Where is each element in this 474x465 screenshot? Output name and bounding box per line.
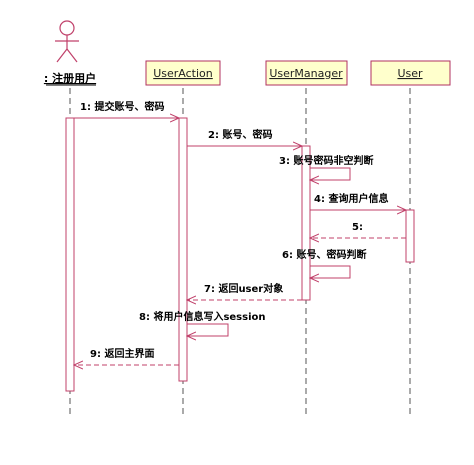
- object-useraction-label: UserAction: [153, 67, 213, 80]
- object-user-label: User: [397, 67, 423, 80]
- message-3-arrow: [310, 167, 351, 180]
- object-usermanager-label: UserManager: [269, 67, 343, 80]
- message-8-label: 8: 将用户信息写入session: [139, 310, 266, 323]
- activation-actor: [65, 117, 75, 392]
- message-9-label: 9: 返回主界面: [90, 347, 154, 360]
- activation-usermanager: [301, 145, 311, 301]
- object-useraction[interactable]: UserAction: [145, 60, 221, 86]
- object-user[interactable]: User: [370, 60, 451, 86]
- object-usermanager[interactable]: UserManager: [265, 60, 348, 86]
- message-5-label: 5:: [352, 222, 363, 233]
- message-7-label: 7: 返回user对象: [204, 282, 283, 295]
- message-6-label: 6: 账号、密码判断: [282, 248, 366, 261]
- message-2-label: 2: 账号、密码: [208, 128, 272, 141]
- activation-user: [405, 209, 415, 263]
- actor-icon: [55, 20, 79, 63]
- message-3-label: 3: 账号密码非空判断: [279, 154, 373, 167]
- message-4-label: 4: 查询用户信息: [314, 192, 388, 205]
- message-1-label: 1: 提交账号、密码: [80, 100, 164, 113]
- activation-useraction: [178, 117, 188, 382]
- message-8-arrow: [187, 323, 229, 336]
- actor-label: : 注册用户: [44, 71, 96, 85]
- message-6-arrow: [310, 265, 351, 278]
